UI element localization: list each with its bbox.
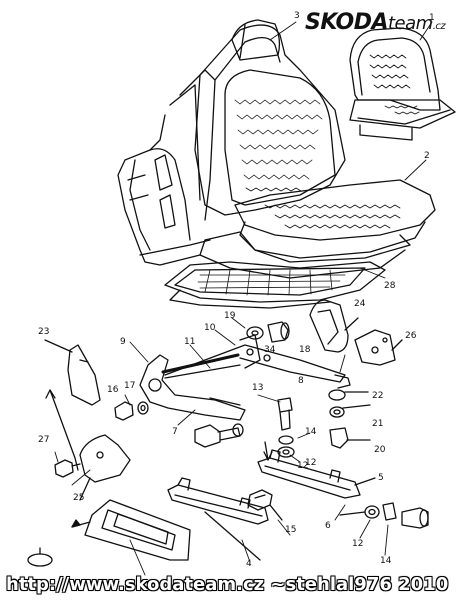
- watermark-brand: SKODA: [305, 10, 388, 35]
- leader-lines-lower: [54, 317, 389, 576]
- callout-12b: 12: [352, 539, 363, 549]
- bracket-part: [247, 489, 283, 521]
- callout-5: 5: [378, 473, 384, 483]
- side-cover-part: [354, 329, 403, 366]
- callout-9: 9: [120, 337, 126, 347]
- callout-16: 16: [107, 385, 119, 395]
- callout-10: 10: [204, 323, 216, 333]
- screw-part: [54, 459, 81, 478]
- callout-8: 8: [298, 376, 304, 386]
- callout-27: 27: [38, 435, 49, 445]
- bushing-part: [246, 321, 290, 343]
- watermark-suffix: team: [387, 13, 433, 34]
- lower-rail-right-part: [257, 441, 376, 499]
- callout-15: 15: [285, 525, 296, 535]
- callout-4: 4: [246, 559, 252, 569]
- lever-handle-part: [309, 299, 359, 353]
- callout-20: 20: [374, 445, 386, 455]
- callout-7: 7: [172, 427, 178, 437]
- callout-19: 19: [224, 311, 236, 321]
- seat-pan-part: [164, 261, 386, 309]
- callout-34: 34: [264, 345, 276, 355]
- bottom-hardware-part: [339, 502, 429, 529]
- callout-3: 3: [294, 11, 300, 21]
- bolt-part: [194, 423, 244, 448]
- trim-panel-part: [44, 339, 101, 471]
- callout-labels: 1 2 3 4 5 6 7 8 9 10 11 12 12 12 13 14 1…: [38, 11, 435, 591]
- callout-23: 23: [38, 327, 49, 337]
- callout-14a: 14: [305, 427, 317, 437]
- lower-rail-left-part: [167, 477, 269, 561]
- callout-2: 2: [424, 151, 430, 161]
- callout-26: 26: [405, 331, 417, 341]
- callout-13: 13: [252, 383, 263, 393]
- callout-28: 28: [384, 281, 396, 291]
- lower-trim-part: [71, 499, 191, 561]
- callout-17: 17: [124, 381, 135, 391]
- seat-cushion-part: [199, 179, 436, 279]
- clip-part: [27, 547, 53, 567]
- bolt-washer-part: [114, 401, 149, 421]
- right-fastener-stack-part: [328, 389, 371, 449]
- watermark-tld: .cz: [432, 21, 446, 32]
- skodateam-watermark: SKODAteam.cz: [305, 10, 446, 35]
- callout-12c: 12: [297, 461, 308, 471]
- callout-11: 11: [184, 337, 195, 347]
- fastener-stack-part: [277, 397, 295, 458]
- callout-25a: 25: [73, 493, 84, 503]
- seat-backrest-part: [194, 19, 346, 216]
- footer-watermark-url: http://www.skodateam.cz ~stehlal976 2010: [6, 574, 449, 595]
- callout-21: 21: [372, 419, 383, 429]
- rear-seat-part: [349, 27, 456, 141]
- seat-frame-part: [117, 69, 216, 266]
- lower-panel-part: [79, 434, 131, 501]
- leader-lines-top: [269, 21, 433, 279]
- callout-22: 22: [372, 391, 383, 401]
- callout-1: 1: [429, 13, 435, 23]
- callout-12a: 12: [305, 458, 316, 468]
- callout-25b: 25: [145, 581, 156, 591]
- rail-frame-part: [139, 334, 351, 421]
- callout-24: 24: [354, 299, 366, 309]
- page-number: 32: [6, 578, 18, 588]
- callout-6: 6: [325, 521, 331, 531]
- pin-part: [263, 354, 271, 362]
- callout-18: 18: [299, 345, 311, 355]
- callout-14b: 14: [380, 556, 392, 566]
